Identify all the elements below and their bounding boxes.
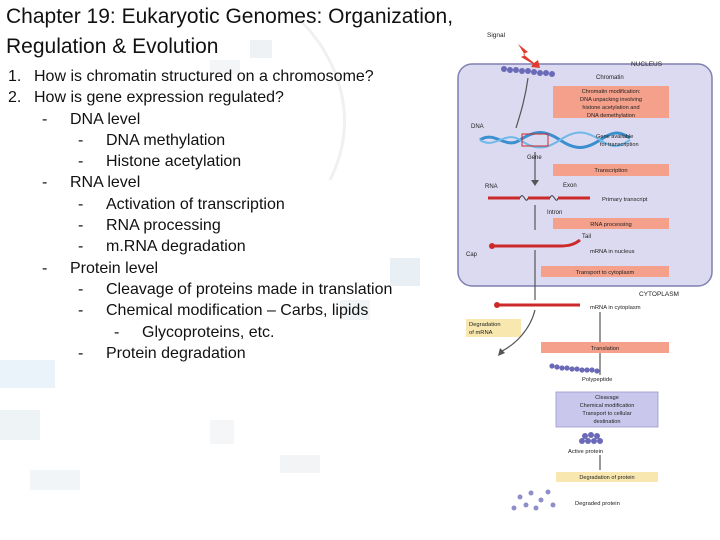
outline-item: - Glycoproteins, etc.	[8, 322, 392, 343]
label-active-protein: Active protein	[568, 449, 603, 455]
outline-text: How is gene expression regulated?	[34, 89, 284, 107]
label-chromatin-mod-4: DNA demethylation	[587, 113, 635, 119]
outline-text: DNA methylation	[106, 131, 226, 149]
outline-item: - Protein level	[8, 258, 392, 279]
chromatin-icon	[501, 66, 555, 77]
outline-text: Activation of transcription	[106, 195, 285, 213]
label-signal: Signal	[487, 32, 506, 39]
outline-marker: -	[78, 153, 84, 171]
outline-item: - DNA level	[8, 109, 392, 130]
label-transport-cytoplasm: Transport to cytoplasm	[576, 270, 635, 276]
label-degradation-protein: Degradation of protein	[579, 475, 634, 481]
label-cytoplasm: CYTOPLASM	[639, 291, 679, 298]
label-tail: Tail	[582, 234, 591, 240]
outline-text: DNA level	[70, 110, 141, 128]
outline-marker: 1.	[8, 68, 22, 85]
outline-marker: -	[114, 323, 120, 341]
outline-text: Cleavage of proteins made in translation	[106, 280, 393, 298]
label-chromatin-mod-3: histone acetylation and	[582, 105, 639, 111]
outline-text: Histone acetylation	[106, 153, 242, 171]
outline-marker: -	[78, 238, 84, 256]
polypeptide-chain	[549, 363, 600, 374]
degraded-protein-icon	[511, 489, 556, 511]
outline-item: - Histone acetylation	[8, 151, 392, 172]
outline-item: - RNA level	[8, 172, 392, 193]
outline-text: How is chromatin structured on a chromos…	[34, 68, 374, 85]
outline-item: 1. How is chromatin structured on a chrom…	[8, 66, 392, 87]
outline-item: - m.RNA degradation	[8, 236, 392, 257]
title-line-2: Regulation & Evolution	[6, 35, 219, 58]
outline-text: m.RNA degradation	[106, 238, 246, 256]
label-gene-available-2: for transcription	[600, 142, 639, 148]
outline-marker: -	[78, 195, 84, 213]
label-chromatin-mod-1: Chromatin modification:	[582, 89, 641, 95]
label-cleavage-3: Transport to cellular	[582, 411, 631, 417]
outline-text: Glycoproteins, etc.	[142, 323, 275, 341]
label-cleavage-4: destination	[593, 419, 620, 425]
label-mrna-cytoplasm: mRNA in cytoplasm	[590, 305, 641, 311]
outline-marker: -	[42, 110, 48, 128]
label-chromatin-mod-2: DNA unpacking involving	[580, 97, 642, 103]
label-degradation-mrna-2: of mRNA	[469, 330, 493, 336]
label-degradation-mrna-1: Degradation	[469, 322, 501, 328]
label-cap: Cap	[466, 252, 478, 258]
label-cleavage-1: Cleavage	[595, 395, 619, 401]
label-rna-processing: RNA processing	[590, 222, 632, 228]
outline-marker: -	[78, 344, 84, 362]
label-intron: Intron	[547, 210, 562, 216]
outline-item: - Protein degradation	[8, 343, 392, 364]
outline-item: - Chemical modification – Carbs, lipids	[8, 300, 392, 321]
outline-text: RNA level	[70, 174, 141, 192]
label-chromatin: Chromatin	[596, 75, 624, 81]
outline-marker: -	[42, 259, 48, 277]
outline-list: 1. How is chromatin structured on a chrom…	[8, 66, 392, 364]
label-translation: Translation	[591, 346, 619, 352]
label-gene-available-1: Gene available	[596, 134, 633, 140]
label-mrna-nucleus: mRNA in nucleus	[590, 249, 635, 255]
label-transcription: Transcription	[594, 168, 627, 174]
title-line-1: Chapter 19: Eukaryotic Genomes: Organiza…	[6, 5, 454, 28]
outline-text: RNA processing	[106, 217, 221, 235]
outline-marker: -	[78, 302, 84, 320]
mrna-nucleus	[492, 238, 581, 248]
label-dna: DNA	[471, 124, 484, 130]
label-primary-transcript: Primary transcript	[602, 197, 648, 203]
slide-title: Chapter 19: Eukaryotic Genomes: Organiza…	[6, 2, 526, 62]
outline-marker: -	[42, 174, 48, 192]
outline-item: 2. How is gene expression regulated?	[8, 87, 392, 108]
label-cleavage-2: Chemical modification	[580, 403, 635, 409]
outline-item: - DNA methylation	[8, 130, 392, 151]
label-exon: Exon	[563, 183, 577, 189]
label-polypeptide: Polypeptide	[582, 377, 612, 383]
outline-item: - Activation of transcription	[8, 194, 392, 215]
outline-marker: -	[78, 131, 84, 149]
outline-text: Protein level	[70, 259, 159, 277]
active-protein-icon	[579, 432, 603, 444]
outline-text: Protein degradation	[106, 344, 246, 362]
outline-item: - RNA processing	[8, 215, 392, 236]
outline-marker: 2.	[8, 89, 22, 107]
label-nucleus: NUCLEUS	[631, 61, 663, 68]
outline-text: Chemical modification – Carbs, lipids	[106, 302, 369, 320]
outline-marker: -	[78, 280, 84, 298]
label-rna: RNA	[485, 184, 498, 190]
signal-bolt-icon	[518, 44, 540, 68]
outline-item: - Cleavage of proteins made in translatio…	[8, 279, 392, 300]
label-degraded-protein: Degraded protein	[575, 501, 620, 507]
gene-expression-diagram: Signal NUCLEUS Chromatin Chromatin modif…	[457, 32, 713, 511]
outline-marker: -	[78, 217, 84, 235]
